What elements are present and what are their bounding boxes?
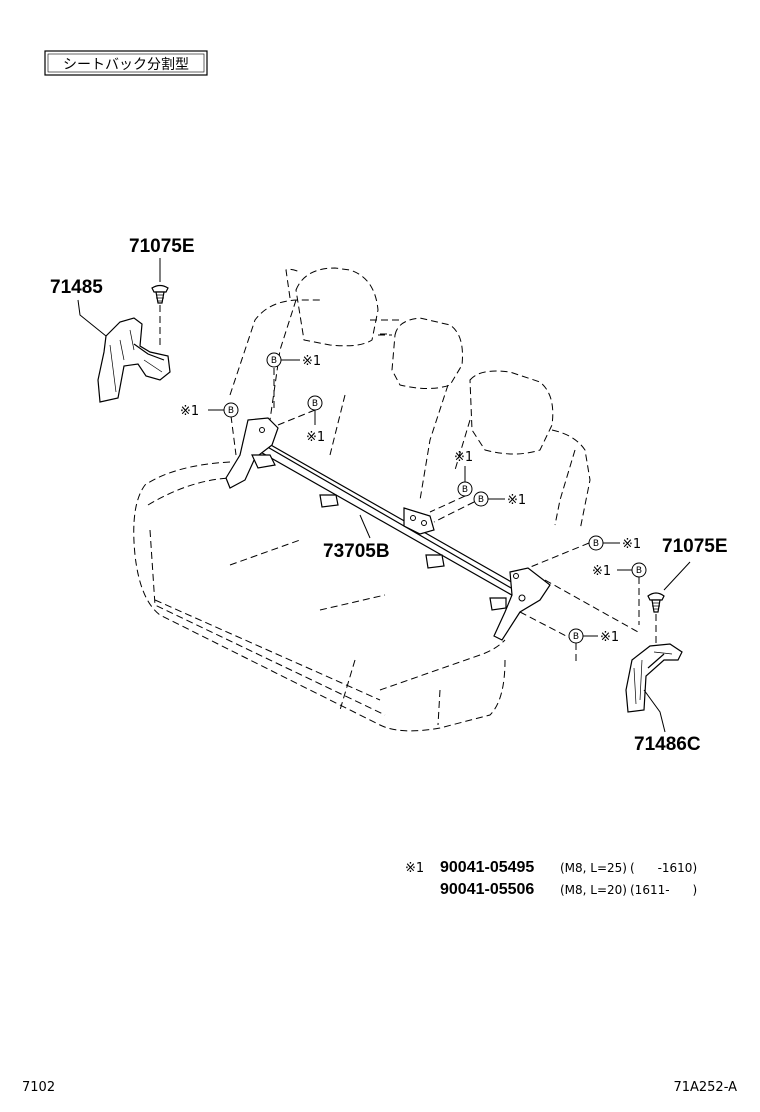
bolt-marker: B — [462, 485, 468, 495]
bolt-marker: B — [271, 356, 277, 366]
page-code-left: 7102 — [22, 1080, 55, 1095]
seat-back-outline — [229, 267, 591, 531]
bolt-marker: B — [636, 566, 642, 576]
title-box-label: シートバック分割型 — [63, 56, 189, 73]
bolt-marker: B — [593, 539, 599, 549]
clip-71075e-left — [151, 284, 169, 345]
footnote-range-2: (1611- ) — [630, 883, 697, 897]
footnote-part-no-1: 90041-05495 — [440, 859, 534, 876]
bolt-label: ※1 — [302, 354, 321, 369]
footnote-marker: ※1 — [405, 861, 424, 876]
drawing-code-right: 71A252-A — [673, 1080, 737, 1095]
bolt-marker: B — [478, 495, 484, 505]
bolt-label: ※1 — [622, 537, 641, 552]
bolt-marker: B — [312, 399, 318, 409]
part-label-bar: 73705B — [323, 541, 390, 562]
clip-71075e-right — [647, 561, 691, 644]
bolt-marker: B — [228, 406, 234, 416]
part-label-clip-right: 71075E — [662, 536, 728, 557]
seat-cushion-outline — [133, 461, 506, 732]
bar-73705b — [225, 417, 551, 641]
cover-71486c — [625, 643, 683, 713]
bolt-label: ※1 — [454, 450, 473, 465]
title-box: シートバック分割型 — [44, 50, 208, 76]
bolt-label: ※1 — [180, 404, 199, 419]
footnote-spec-1: (M8, L=25) — [560, 861, 627, 875]
bolt-label: ※1 — [507, 493, 526, 508]
bolt-label: ※1 — [592, 564, 611, 579]
bolt-marker: B — [573, 632, 579, 642]
part-label-cover-left: 71485 — [50, 277, 103, 298]
bolt-markers: B ※1 B ※1 B ※1 B ※1 B ※1 B ※1 — [180, 352, 647, 662]
part-label-clip-left: 71075E — [129, 236, 195, 257]
bolt-footnote: ※1 90041-05495 (M8, L=25) ( -1610) 90041… — [405, 859, 697, 898]
footnote-part-no-2: 90041-05506 — [440, 881, 534, 898]
bolt-label: ※1 — [600, 630, 619, 645]
bolt-label: ※1 — [306, 430, 325, 445]
cover-71485 — [97, 317, 171, 403]
footnote-range-1: ( -1610) — [630, 861, 697, 875]
part-labels: 71075E 71485 73705B 71075E 71486C — [50, 236, 728, 755]
part-label-cover-right: 71486C — [634, 734, 701, 755]
footnote-spec-2: (M8, L=20) — [560, 883, 627, 897]
